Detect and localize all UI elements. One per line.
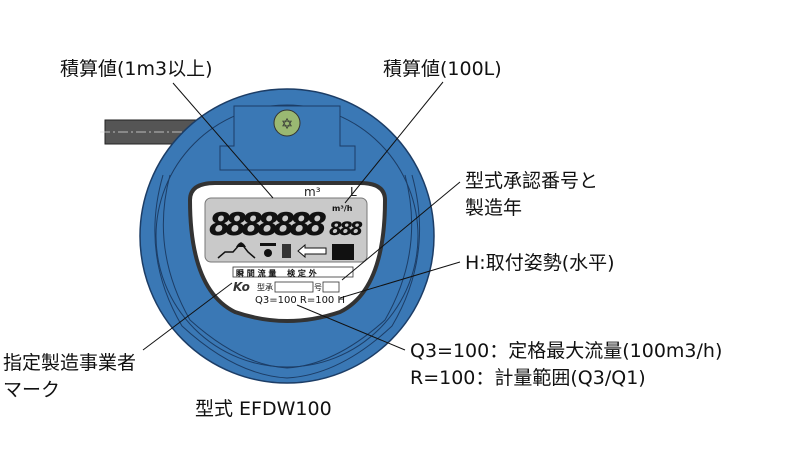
- leader-lines: [142, 81, 461, 351]
- flow-curve-icon: [217, 241, 256, 259]
- svg-text:✡: ✡: [281, 115, 294, 133]
- label-q3: Q3=100：定格最大流量(100m3/h): [410, 340, 723, 362]
- approval-suffix: 号: [314, 283, 322, 292]
- unit-flow: m³/h: [332, 204, 353, 213]
- status-row: 瞬 間 流 量 検 定 外: [236, 268, 317, 278]
- label-total-100l: 積算値(100L): [383, 58, 502, 80]
- seal-screw-icon: [273, 109, 301, 137]
- small-digits: 888: [329, 218, 363, 240]
- battery-icon: [282, 244, 291, 258]
- label-mounting: H:取付姿勢(水平): [465, 252, 615, 274]
- label-maker-1: 指定製造事業者: [3, 352, 137, 374]
- label-approval-2: 製造年: [465, 197, 523, 219]
- top-bracket: ✡: [219, 105, 356, 171]
- leak-icon: [260, 243, 276, 257]
- label-model: 型式 EFDW100: [195, 398, 332, 420]
- maker-mark: Ko: [233, 280, 250, 294]
- direction-arrows-icon: [297, 243, 327, 259]
- block-icon: [332, 244, 354, 260]
- spec-text: Q3=100 R=100 H: [255, 295, 345, 306]
- approval-prefix: 型承: [257, 283, 273, 292]
- lcd-panel: [204, 197, 368, 263]
- main-digits: 8888888: [209, 207, 327, 243]
- label-r: R=100：計量範囲(Q3/Q1): [410, 367, 646, 389]
- unit-m3: m³: [304, 185, 321, 199]
- label-maker-2: マーク: [3, 379, 61, 401]
- label-total-1m3: 積算値(1m3以上): [60, 58, 213, 80]
- label-approval-1: 型式承認番号と: [465, 170, 599, 192]
